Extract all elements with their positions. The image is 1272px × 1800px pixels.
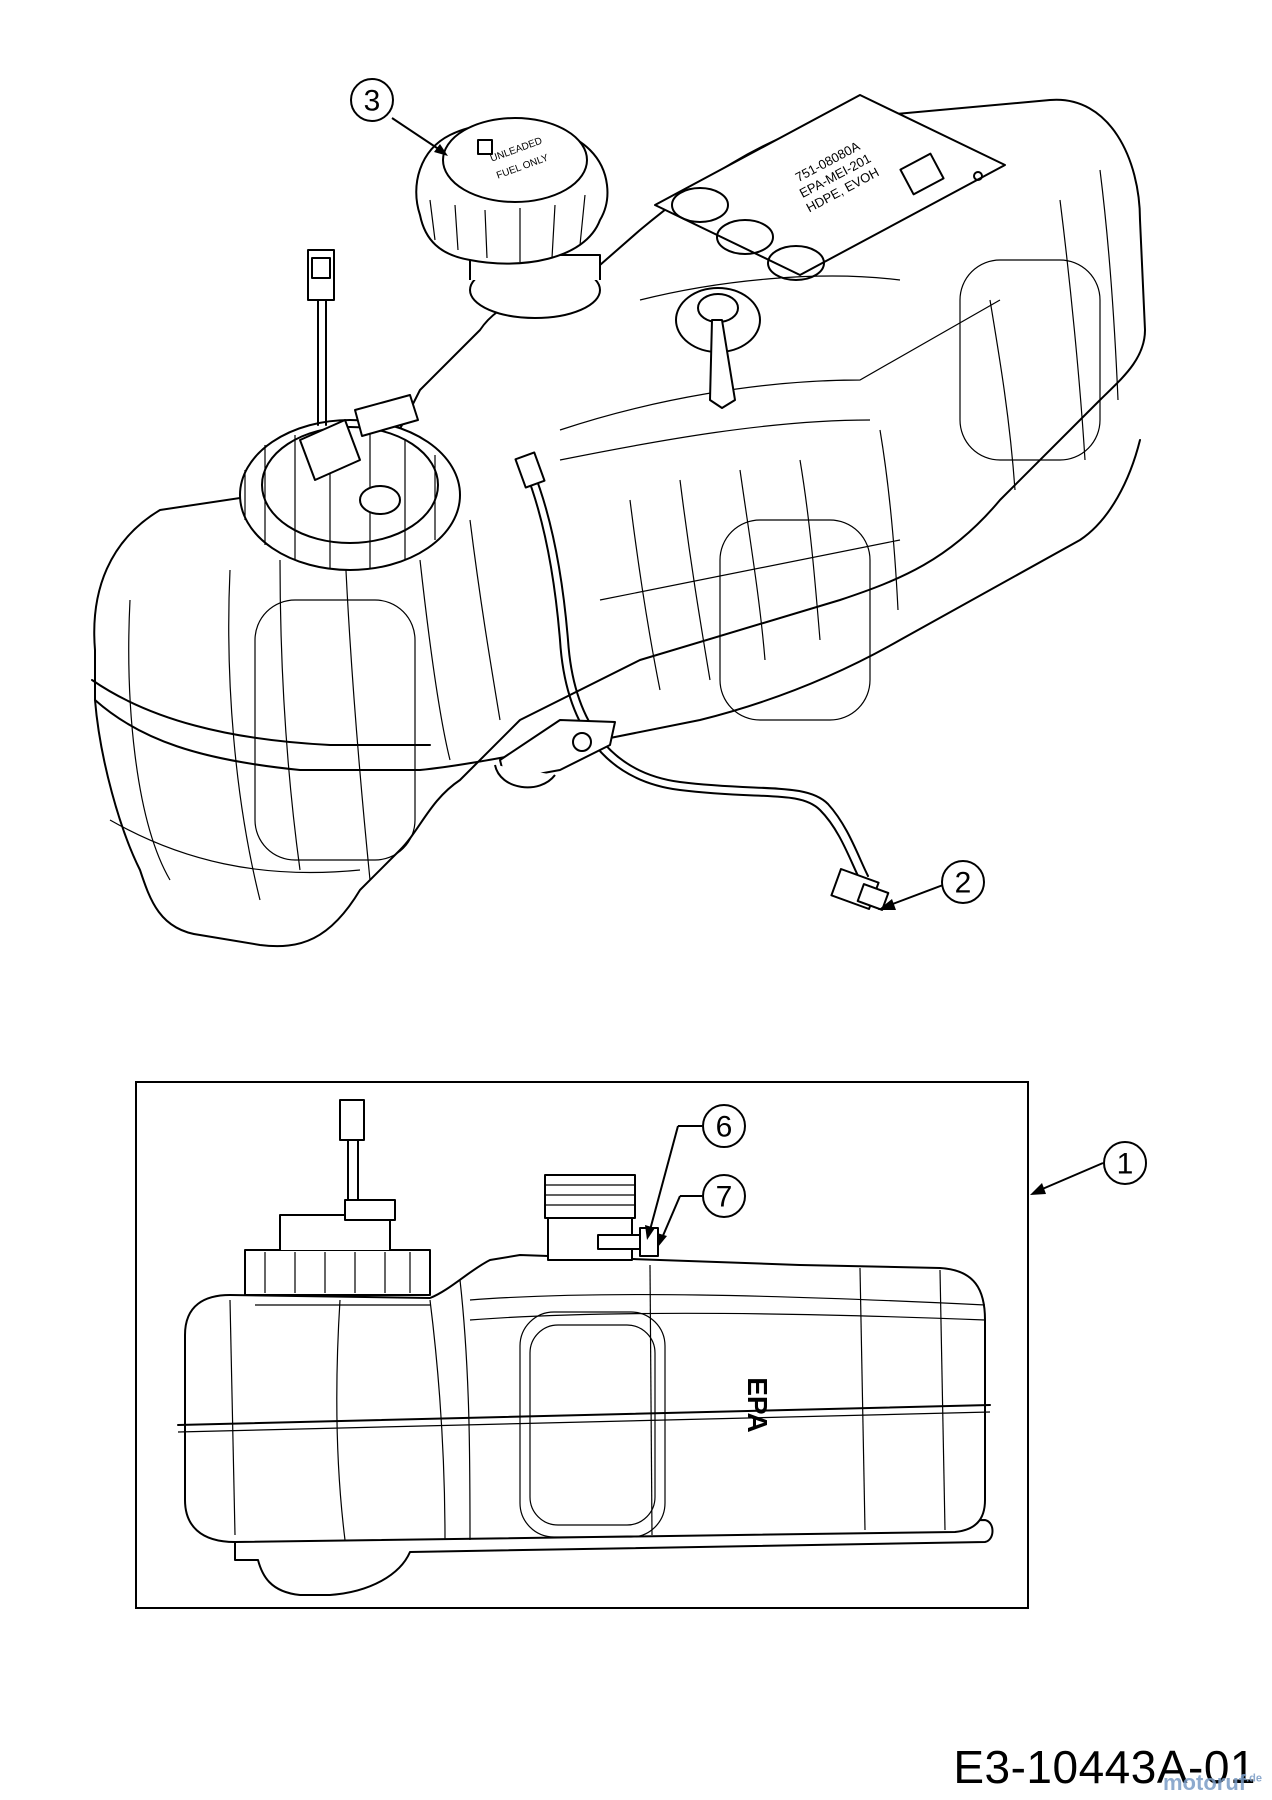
inset-frame [135,1081,1029,1609]
callout-7: 7 [657,1174,746,1247]
callout-6: 6 [645,1104,746,1240]
callout-2-label: 2 [955,867,972,900]
callout-1-label: 1 [1117,1148,1134,1181]
epa-mark: EPA [742,1377,773,1433]
callout-1: 1 [1030,1141,1147,1195]
callout-6-label: 6 [716,1111,733,1144]
fuel-tank-side-view: EPA [177,1099,994,1596]
callout-7-label: 7 [716,1181,733,1214]
fuel-tank-top-view: 751-08080A EPA-MEI-201 HDPE, EVOH UNLEAD… [91,94,1146,948]
watermark-tld: .de [1246,1772,1262,1785]
brand-logo [899,152,945,196]
callout-3-label: 3 [364,85,381,118]
callout-2: 2 [878,860,985,910]
callout-3: 3 [350,78,448,156]
watermark: motoruf.de [1163,1770,1262,1796]
drawing-code: E3-10443A-01 [953,1741,1256,1793]
watermark-text: motoruf [1163,1770,1247,1795]
